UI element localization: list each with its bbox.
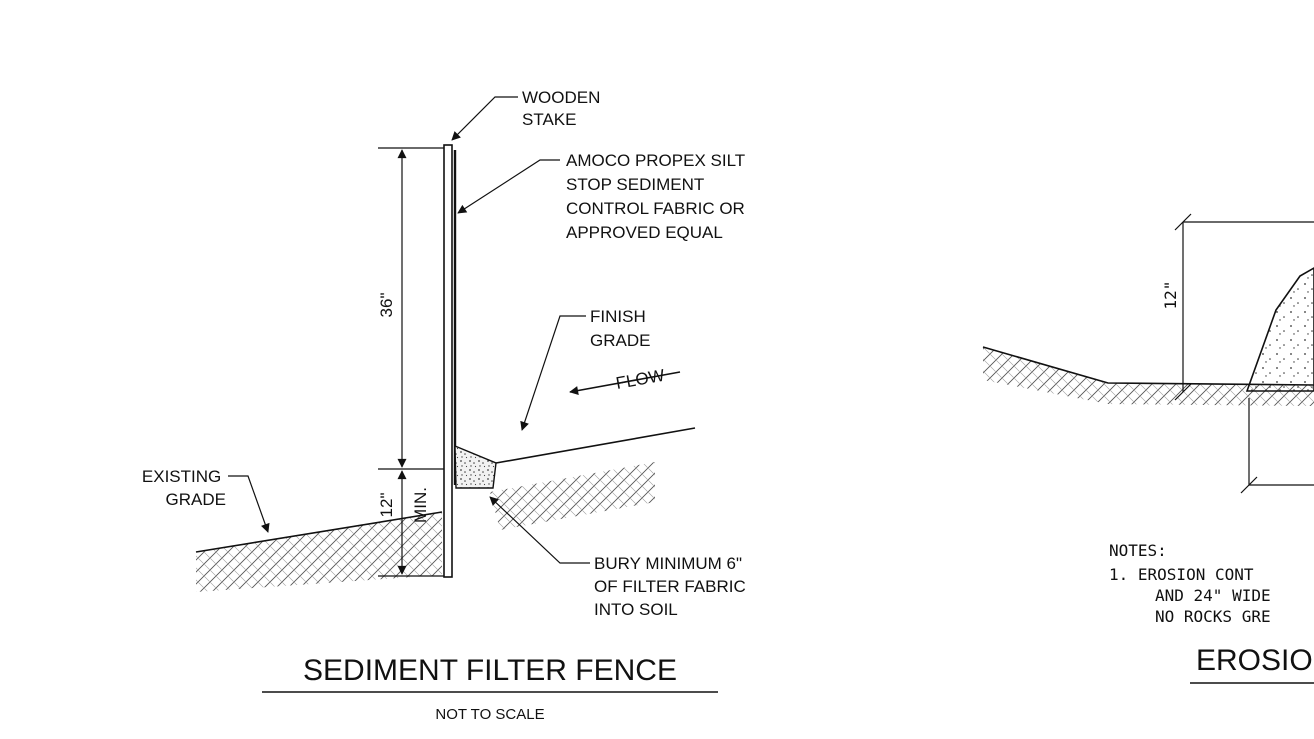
detail-title-left: SEDIMENT FILTER FENCE xyxy=(303,654,677,687)
sediment-filter-fence-detail: 36" 12" MIN. WOODEN STAKE AMOCO PROPEX S… xyxy=(142,88,751,723)
notes-heading: NOTES: xyxy=(1109,541,1167,560)
label-silt-fabric: AMOCO PROPEX SILT STOP SEDIMENT CONTROL … xyxy=(566,151,750,242)
existing-soil-hatch xyxy=(196,512,442,592)
right-dim-lower-tick xyxy=(1240,476,1258,494)
dim-12-label: 12" xyxy=(377,493,396,518)
detail-subtitle-left: NOT TO SCALE xyxy=(435,706,544,723)
leader-stake xyxy=(451,96,518,141)
label-finish-grade: FINISH GRADE xyxy=(590,307,650,350)
label-existing-grade: EXISTING GRADE xyxy=(142,467,226,509)
flow-arrow xyxy=(569,371,681,395)
leader-finish xyxy=(520,315,586,431)
note-1: 1. EROSION CONT AND 24" WIDE NO ROCKS GR… xyxy=(1109,565,1280,626)
right-soil-hatch xyxy=(983,347,1314,406)
leader-fabric xyxy=(457,159,560,214)
leader-bury xyxy=(489,496,590,564)
label-flow: FLOW xyxy=(614,366,666,393)
leader-existing xyxy=(228,475,270,533)
gravel-backfill xyxy=(454,444,497,489)
berm-shape xyxy=(1245,267,1314,392)
finish-grade-line xyxy=(495,427,696,464)
detail-title-right: EROSIO xyxy=(1196,644,1313,677)
erosion-control-detail: 12" NOTES: 1. EROSION CONT AND 24" WIDE … xyxy=(982,213,1314,684)
right-dim-12-label: 12" xyxy=(1161,281,1180,310)
dim-min-label: MIN. xyxy=(411,487,430,523)
right-dim-tick-top xyxy=(1174,213,1192,231)
wooden-stake xyxy=(443,144,453,578)
dim-36-label: 36" xyxy=(377,293,396,318)
label-wooden-stake: WOODEN STAKE xyxy=(522,88,605,129)
downstream-soil-hatch xyxy=(490,462,655,530)
right-dim-tick-bot xyxy=(1174,383,1192,401)
label-bury-fabric: BURY MINIMUM 6" OF FILTER FABRIC INTO SO… xyxy=(594,554,751,619)
right-ground-line xyxy=(982,346,1314,386)
